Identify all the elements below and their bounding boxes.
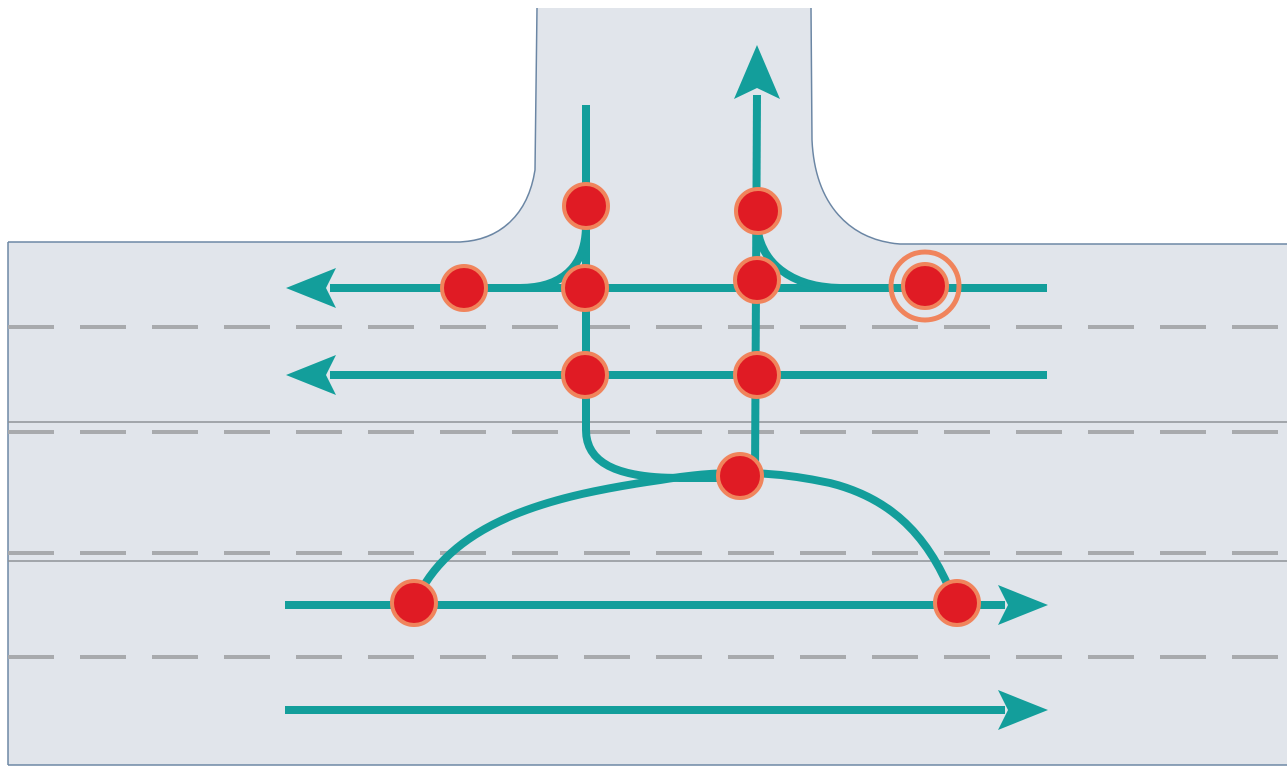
ringed-conflict-point-ring xyxy=(888,249,962,323)
east-arrow-icon xyxy=(998,690,1048,730)
conflict-point xyxy=(561,264,609,312)
conflict-point xyxy=(562,182,610,230)
conflict-point xyxy=(390,579,438,627)
road-surface xyxy=(8,8,1287,765)
conflict-point xyxy=(561,351,609,399)
right-turn-into-side-street-path xyxy=(753,224,841,292)
conflict-points xyxy=(390,182,981,627)
west-arrow-icon xyxy=(286,268,336,308)
path-arrowheads xyxy=(286,45,1048,730)
conflict-point xyxy=(440,264,488,312)
west-arrow-icon xyxy=(286,355,336,395)
conflict-point xyxy=(933,579,981,627)
side-street-right-curb xyxy=(810,7,1287,245)
conflict-point xyxy=(734,187,782,235)
conflict-point xyxy=(733,351,781,399)
side-street-left-curb xyxy=(8,7,538,243)
east-arrow-icon xyxy=(998,585,1048,625)
north-arrow-icon xyxy=(734,45,780,99)
conflict-point xyxy=(901,262,949,310)
conflict-point xyxy=(733,256,781,304)
conflict-point xyxy=(716,452,764,500)
